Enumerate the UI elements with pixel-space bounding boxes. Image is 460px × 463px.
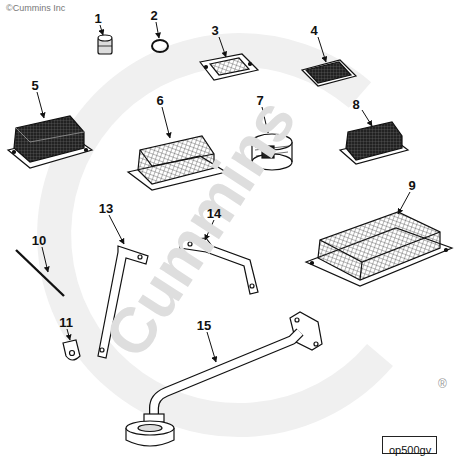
callout-number: 4 (310, 24, 317, 37)
breather-housing (8, 116, 92, 168)
figure-code-box: op500gv (382, 436, 437, 454)
callout-number: 2 (150, 9, 157, 22)
callout-number: 11 (59, 316, 73, 329)
screen-plate (200, 54, 258, 80)
callout-number: 6 (156, 94, 163, 107)
callout-number: 8 (352, 98, 359, 111)
o-ring (152, 40, 168, 52)
tab-washer (63, 340, 80, 360)
callout-number: 15 (197, 319, 211, 332)
callout-number: 9 (408, 179, 415, 192)
screen-tray (306, 212, 452, 286)
rod (16, 250, 64, 296)
callout-number: 5 (31, 79, 38, 92)
plug (98, 35, 112, 54)
callout-number: 14 (207, 207, 221, 220)
callout-number: 10 (32, 234, 46, 247)
registered-mark: ® (438, 378, 447, 390)
callout-number: 3 (211, 24, 218, 37)
callout-number: 7 (256, 94, 263, 107)
filter-pad (302, 60, 356, 86)
figure-code: op500gv (389, 444, 431, 456)
callout-number: 13 (99, 202, 113, 215)
callout-number: 1 (94, 12, 101, 25)
copyright-note: ©Cummins Inc (6, 4, 65, 13)
watermark-logo (54, 50, 380, 420)
filter-element (340, 122, 408, 164)
